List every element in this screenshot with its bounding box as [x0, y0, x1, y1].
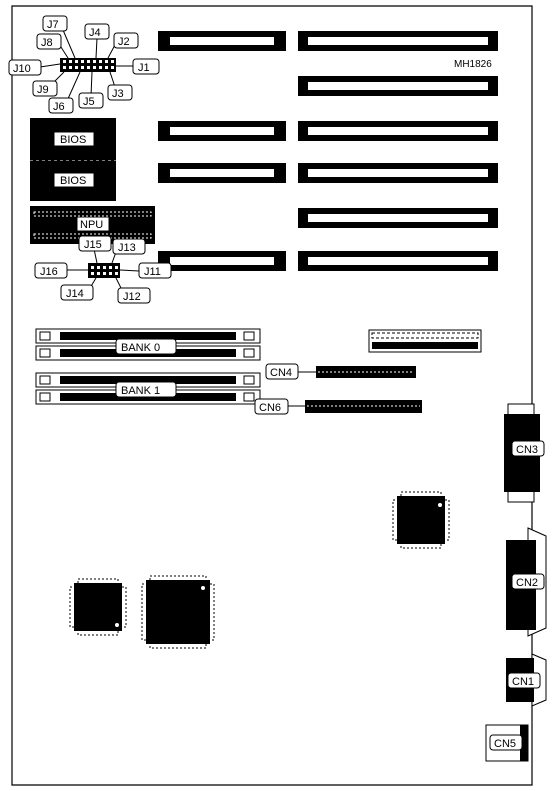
cn1-connector: CN1 [506, 653, 547, 707]
jumper-block-top [39, 29, 133, 102]
jumper-j8: J8 [36, 33, 62, 50]
ic-chip-center [141, 575, 215, 649]
svg-text:J15: J15 [84, 239, 102, 251]
cn3-connector: CN3 [504, 403, 545, 503]
cn2-connector: CN2 [506, 527, 547, 637]
jumper-j5: J5 [78, 92, 104, 109]
svg-text:J8: J8 [41, 37, 53, 49]
jumper-callouts-top: J1 J2 J3 J4 J5 J6 J7 J8 [8, 15, 160, 114]
svg-text:CN3: CN3 [516, 444, 538, 456]
svg-text:J9: J9 [37, 84, 49, 96]
jumper-j3: J3 [107, 84, 133, 101]
svg-text:CN5: CN5 [494, 738, 516, 750]
svg-text:J3: J3 [112, 88, 124, 100]
svg-text:J6: J6 [53, 101, 65, 113]
jumper-j10: J10 [8, 59, 42, 76]
jumper-j2: J2 [113, 32, 139, 49]
cn5-connector: CN5 [485, 724, 529, 762]
cn4-connector: CN4 [265, 363, 416, 380]
bank-0-label: BANK 0 [121, 342, 160, 354]
svg-text:J1: J1 [138, 62, 150, 74]
jumper-j1: J1 [132, 58, 160, 75]
memory-banks: BANK 0 BANK 1 [35, 328, 261, 405]
jumper-callouts-mid: J11 J12 J13 J14 J15 J16 [34, 235, 172, 304]
svg-text:CN2: CN2 [516, 577, 538, 589]
svg-text:J11: J11 [144, 266, 161, 278]
diagram-id-label: MH1826 [454, 59, 492, 70]
ic-chip-left [69, 578, 127, 636]
expansion-slots [158, 31, 498, 271]
svg-text:BIOS: BIOS [60, 175, 86, 187]
svg-text:J14: J14 [66, 288, 84, 300]
jumper-j7: J7 [42, 15, 68, 32]
svg-text:J2: J2 [118, 36, 130, 48]
jumper-j15: J15 [78, 235, 112, 252]
jumper-j13: J13 [112, 238, 146, 255]
jumper-j9: J9 [32, 80, 58, 97]
jumper-j6: J6 [48, 97, 74, 114]
svg-text:J12: J12 [123, 291, 141, 303]
svg-text:CN4: CN4 [270, 367, 292, 379]
svg-text:BIOS: BIOS [60, 134, 86, 146]
svg-text:J13: J13 [118, 242, 136, 254]
svg-text:CN6: CN6 [259, 402, 281, 414]
bios-chips: BIOS BIOS [30, 118, 116, 201]
board-outline [11, 5, 533, 786]
jumper-j16: J16 [34, 262, 68, 279]
svg-text:J7: J7 [47, 19, 59, 31]
ic-chip-right [392, 491, 450, 549]
pin-header-top-right [368, 329, 482, 353]
jumper-j12: J12 [117, 287, 151, 304]
svg-text:J5: J5 [83, 96, 95, 108]
svg-text:J10: J10 [13, 63, 31, 75]
jumper-j4: J4 [84, 23, 110, 40]
svg-text:J16: J16 [40, 266, 58, 278]
cn6-connector: CN6 [254, 398, 422, 415]
svg-text:CN1: CN1 [512, 676, 534, 688]
svg-text:NPU: NPU [80, 219, 103, 231]
svg-text:J4: J4 [89, 27, 101, 39]
jumper-block-mid [67, 248, 140, 291]
jumper-j11: J11 [138, 262, 172, 279]
bank-1-label: BANK 1 [121, 385, 160, 397]
jumper-j14: J14 [60, 284, 94, 301]
